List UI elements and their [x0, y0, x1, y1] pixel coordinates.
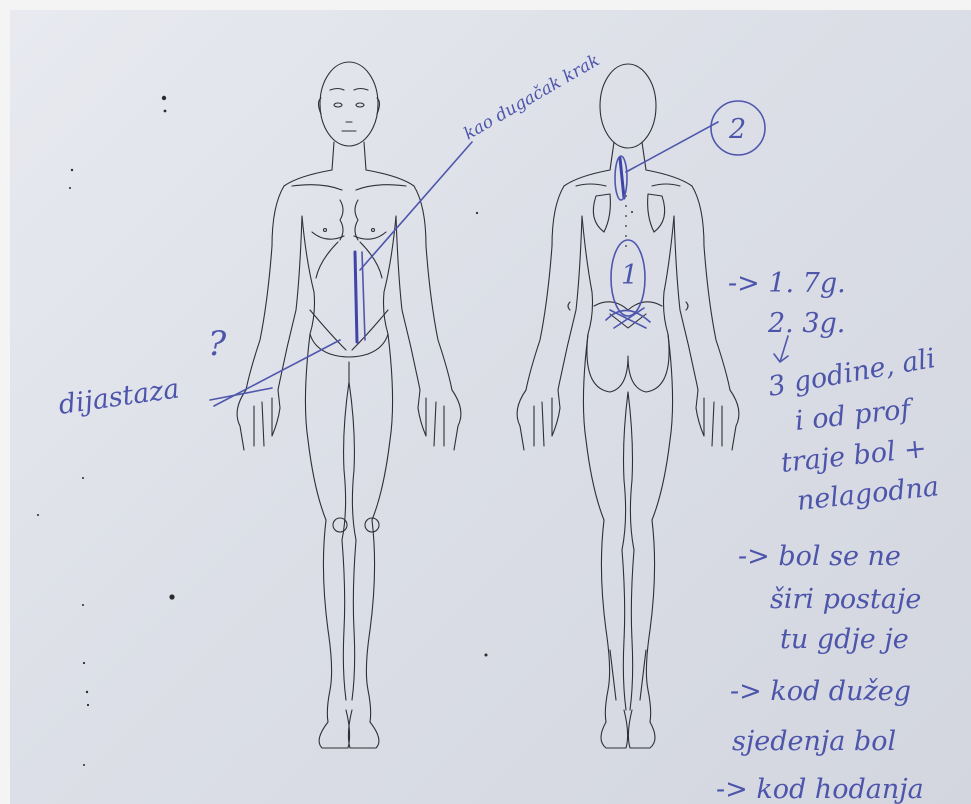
spine-dots [625, 195, 627, 247]
note-line: -> bol se ne [738, 541, 901, 572]
note-line: -> 1. 7g. [728, 268, 846, 299]
note-line: -> kod hodanja [716, 774, 924, 804]
note-line: tu gdje je [780, 624, 909, 655]
notes-list: -> 1. 7g. 2. 3g. 3 godine, ali i od prof… [716, 268, 940, 804]
abdomen-mark [355, 252, 357, 342]
note-line: traje bol + [779, 433, 928, 479]
arrow-down [774, 336, 788, 362]
note-line: i od prof [793, 394, 915, 437]
mark-two-label: 2 [728, 114, 746, 145]
paper-sheet: kao dugačak krak ? dijastaza 2 1 -> 1. 7… [10, 10, 971, 804]
mark-one-label: 1 [621, 260, 638, 291]
neck-mark [620, 158, 624, 198]
note-line: nelagodna [795, 471, 940, 517]
front-body-outline [237, 62, 461, 748]
note-line: širi postaje [770, 584, 921, 615]
body-diagram: kao dugačak krak ? dijastaza 2 1 -> 1. 7… [10, 10, 971, 804]
ink-annotations [210, 101, 765, 406]
note-line: 2. 3g. [767, 308, 845, 339]
back-body-outline [517, 64, 739, 748]
diastasis-label: dijastaza [57, 373, 182, 421]
pointer-line-upper [360, 142, 472, 270]
note-line: -> kod dužeg [730, 676, 911, 707]
upper-note: kao dugačak krak [461, 50, 604, 144]
note-line: 3 godine, ali [766, 343, 938, 403]
note-line: sjedenja bol [732, 726, 896, 757]
diastasis-question-mark: ? [208, 324, 227, 364]
